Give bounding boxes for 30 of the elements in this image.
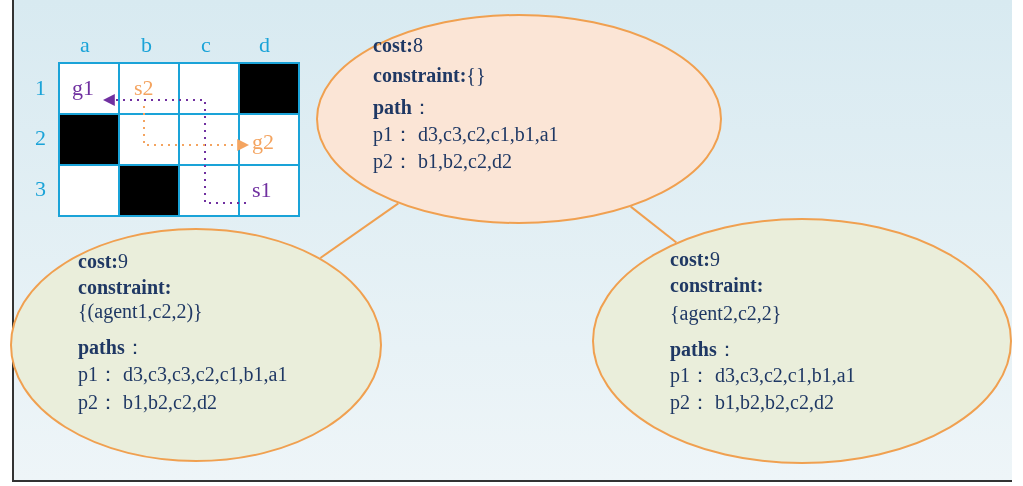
node-text: constraint: [78,276,172,298]
connector-line [319,202,400,259]
node-text: constraint: [670,274,764,296]
column-label: d [259,33,270,57]
node-text: p1： d3,c3,c3,c2,c1,b1,a1 [78,363,288,385]
node-text: p2： b1,b2,c2,d2 [78,391,217,413]
cell-label: s1 [252,178,272,202]
node-text: p2： b1,b2,b2,c2,d2 [670,391,834,413]
cell-label: g2 [252,130,274,154]
column-label: a [80,33,90,57]
node-text: paths： [78,336,145,358]
node-text: p1： d3,c3,c2,c1,b1,a1 [373,123,559,145]
node-text: p2： b1,b2,c2,d2 [373,150,512,172]
node-text: p1： d3,c3,c2,c1,b1,a1 [670,364,856,386]
node-text: {agent2,c2,2} [670,302,782,324]
row-label: 2 [35,126,46,150]
node-text: cost:9 [670,248,720,270]
cell-label: s2 [134,76,154,100]
connector-line [629,205,678,244]
row-label: 1 [35,76,46,100]
node-text: constraint:{} [373,64,486,86]
cell-label: g1 [72,76,94,100]
node-text: path： [373,96,432,118]
column-label: b [141,33,152,57]
node-text: {(agent1,c2,2)} [78,300,203,322]
node-text: cost:8 [373,34,423,56]
column-label: c [201,33,211,57]
node-text: cost:9 [78,250,128,272]
node-text: paths： [670,338,737,360]
row-label: 3 [35,177,46,201]
